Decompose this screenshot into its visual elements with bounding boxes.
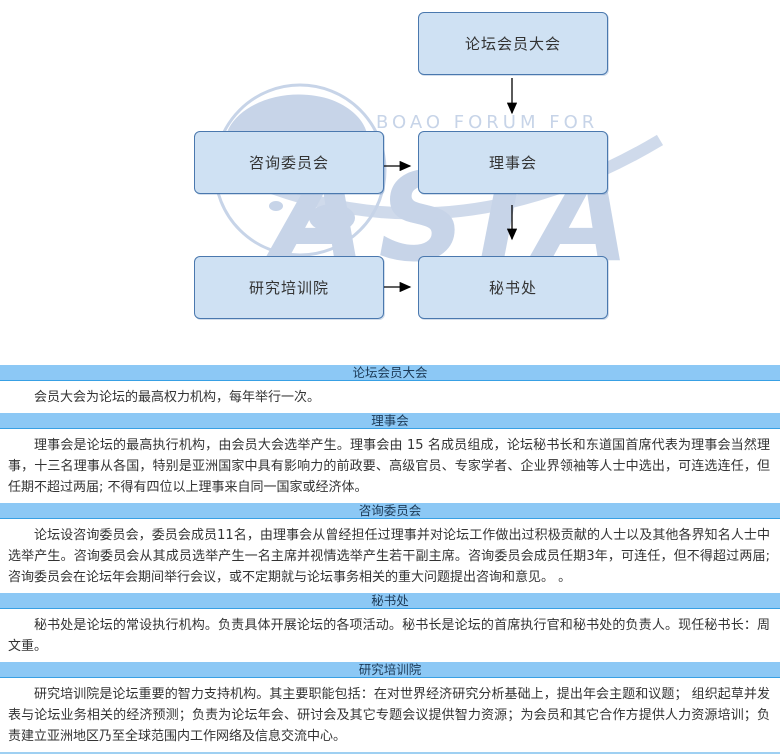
section-body-council: 理事会是论坛的最高执行机构，由会员大会选举产生。理事会由 15 名成员组成，论坛…: [0, 429, 780, 503]
org-box-assembly-label: 论坛会员大会: [464, 35, 561, 53]
org-box-institute: 研究培训院: [194, 256, 384, 319]
section-header-council: 理事会: [0, 413, 780, 429]
section-body-secretariat: 秘书处是论坛的常设执行机构。负责具体开展论坛的各项活动。秘书长是论坛的首席执行官…: [0, 609, 780, 662]
section-header-institute: 研究培训院: [0, 662, 780, 678]
section-secretariat: 秘书处 秘书处是论坛的常设执行机构。负责具体开展论坛的各项活动。秘书长是论坛的首…: [0, 593, 780, 662]
org-box-assembly: 论坛会员大会: [418, 12, 608, 75]
org-box-advisory-label: 咨询委员会: [248, 154, 329, 172]
section-body-assembly: 会员大会为论坛的最高权力机构，每年举行一次。: [0, 381, 780, 413]
watermark-top-text: BOAO FORUM FOR: [376, 112, 598, 133]
org-box-institute-label: 研究培训院: [248, 279, 329, 297]
section-header-assembly: 论坛会员大会: [0, 365, 780, 381]
org-descriptions: 论坛会员大会 会员大会为论坛的最高权力机构，每年举行一次。 理事会 理事会是论坛…: [0, 365, 780, 754]
section-body-advisory: 论坛设咨询委员会，委员会成员11名，由理事会从曾经担任过理事并对论坛工作做出过积…: [0, 519, 780, 593]
section-assembly: 论坛会员大会 会员大会为论坛的最高权力机构，每年举行一次。: [0, 365, 780, 413]
org-box-council-label: 理事会: [488, 154, 537, 172]
section-body-institute: 研究培训院是论坛重要的智力支持机构。其主要职能包括：在对世界经济研究分析基础上，…: [0, 678, 780, 752]
org-chart: BOAO FORUM FOR ASIA 论坛会员大会 咨询委员会 理事会 研究培…: [0, 0, 780, 363]
org-box-secretariat: 秘书处: [418, 256, 608, 319]
section-header-secretariat: 秘书处: [0, 593, 780, 609]
org-chart-arrows: [384, 78, 518, 293]
org-box-council: 理事会: [418, 131, 608, 194]
section-header-advisory: 咨询委员会: [0, 503, 780, 519]
section-council: 理事会 理事会是论坛的最高执行机构，由会员大会选举产生。理事会由 15 名成员组…: [0, 413, 780, 503]
section-advisory: 咨询委员会 论坛设咨询委员会，委员会成员11名，由理事会从曾经担任过理事并对论坛…: [0, 503, 780, 593]
org-box-advisory: 咨询委员会: [194, 131, 384, 194]
section-institute: 研究培训院 研究培训院是论坛重要的智力支持机构。其主要职能包括：在对世界经济研究…: [0, 662, 780, 752]
org-box-secretariat-label: 秘书处: [488, 279, 537, 297]
